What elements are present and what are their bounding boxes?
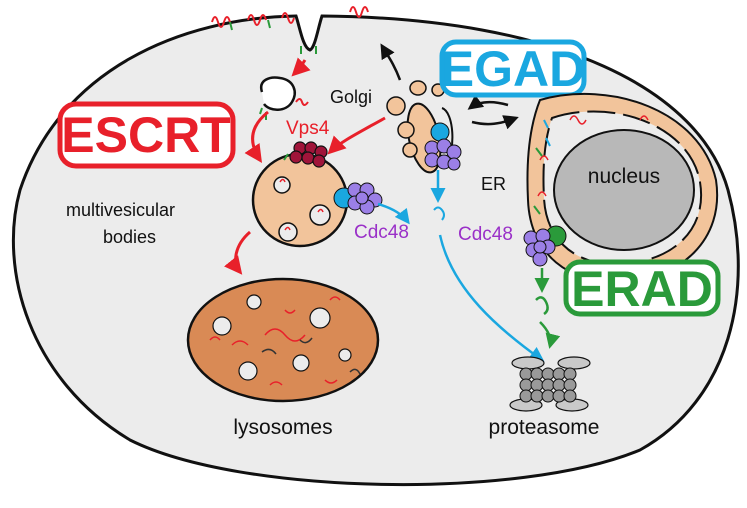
erad-arrows xyxy=(534,268,561,349)
erad-box xyxy=(563,259,721,317)
erad-label: ERAD xyxy=(571,261,713,317)
mvb-label-line1: multivesicular xyxy=(66,200,175,220)
lysosome xyxy=(186,277,380,403)
egad-box xyxy=(439,39,587,98)
escrt-arrows xyxy=(223,57,386,275)
lysosomes-label: lysosomes xyxy=(233,416,332,439)
golgi-label: Golgi xyxy=(330,87,372,107)
plasma-membrane-proteins xyxy=(211,6,369,54)
escrt-box xyxy=(57,101,236,169)
egad-label: EGAD xyxy=(441,41,585,97)
mvb-label-line2: bodies xyxy=(103,227,156,247)
trafficking-arrows xyxy=(380,43,519,130)
escrt-label: ESCRT xyxy=(61,107,230,163)
multivesicular-body xyxy=(251,152,349,248)
proteasome xyxy=(509,356,591,412)
proteasome-label: proteasome xyxy=(489,416,600,439)
cdc48-er-label: Cdc48 xyxy=(458,224,513,245)
nucleus-label: nucleus xyxy=(588,165,660,188)
cdc48-er-complex xyxy=(523,225,567,267)
egad-arrows xyxy=(377,170,545,362)
nucleus-er xyxy=(526,92,719,284)
er-label: ER xyxy=(481,174,506,194)
cdc48-mvb-label: Cdc48 xyxy=(354,222,409,243)
cdc48-golgi-complex xyxy=(424,122,462,171)
vps4-label: Vps4 xyxy=(286,118,330,139)
vps4-complex xyxy=(289,141,328,168)
endocytic-vesicle xyxy=(259,76,309,120)
